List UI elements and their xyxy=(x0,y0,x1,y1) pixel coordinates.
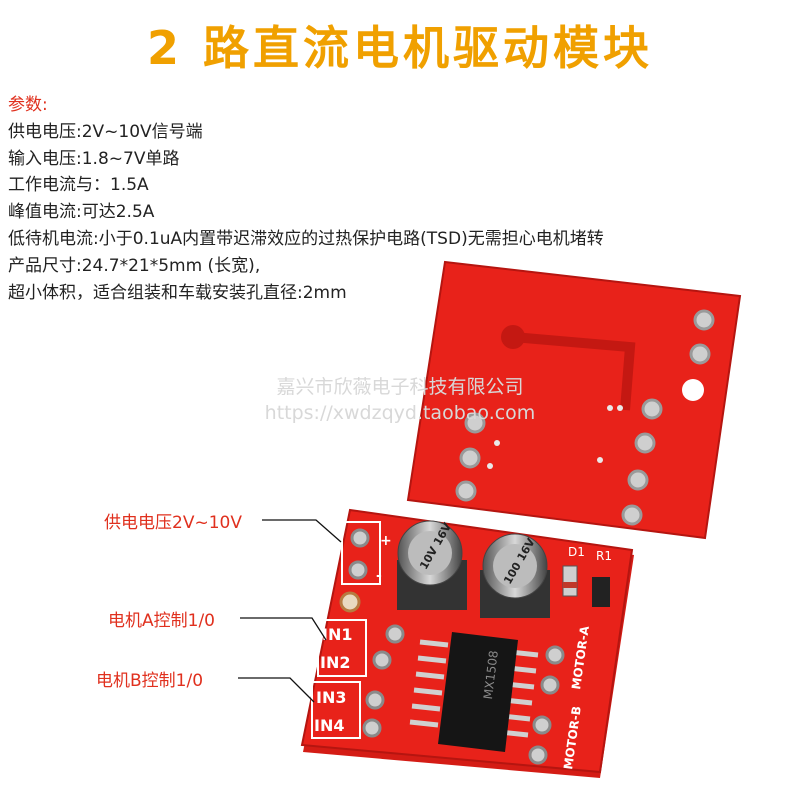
in3-label: IN3 xyxy=(316,688,346,707)
spec-list: 参数: 供电电压:2V~10V信号端 输入电压:1.8~7V单路 工作电流与：1… xyxy=(8,92,604,306)
page-title: 2 路直流电机驱动模块 xyxy=(146,21,654,75)
callout-power: 供电电压2V~10V xyxy=(104,513,242,533)
spec-line: 工作电流与：1.5A xyxy=(8,175,149,196)
watermark-company: 嘉兴市欣薇电子科技有限公司 xyxy=(276,376,524,398)
callout-leaders xyxy=(238,519,342,703)
in4-label: IN4 xyxy=(314,716,344,735)
capacitor-left: 10V 16V xyxy=(397,520,467,610)
spec-line: 产品尺寸:24.7*21*5mm (长宽), xyxy=(8,255,261,276)
chip-marking: MX1508 xyxy=(481,650,501,700)
spec-line: 超小体积，适合组装和车载安装孔直径:2mm xyxy=(8,282,347,303)
plus-label: + xyxy=(380,533,392,549)
spec-line: 供电电压:2V~10V信号端 xyxy=(8,121,203,142)
minus-label: - xyxy=(376,568,382,584)
r1-label: R1 xyxy=(596,549,612,563)
spec-line: 峰值电流:可达2.5A xyxy=(8,202,155,223)
driver-chip: MX1508 xyxy=(409,632,539,752)
capacitor-right: 100 16V xyxy=(480,533,550,618)
spec-line: 输入电压:1.8~7V单路 xyxy=(8,148,180,169)
spec-header: 参数: xyxy=(8,95,48,115)
front-pcb: IN1 IN2 IN3 IN4 + - 10V 16V 100 16V D1 R… xyxy=(300,508,634,778)
in1-label: IN1 xyxy=(322,625,352,644)
callout-motor-a: 电机A控制1/0 xyxy=(108,611,215,631)
back-pcb xyxy=(406,260,742,540)
d1-label: D1 xyxy=(568,545,585,559)
callout-motor-b: 电机B控制1/0 xyxy=(96,671,204,691)
spec-line: 低待机电流:小于0.1uA内置带迟滞效应的过热保护电路(TSD)无需担心电机堵转 xyxy=(8,228,604,249)
watermark-url: https://xwdzqyd.taobao.com xyxy=(264,402,536,424)
in2-label: IN2 xyxy=(320,653,350,672)
